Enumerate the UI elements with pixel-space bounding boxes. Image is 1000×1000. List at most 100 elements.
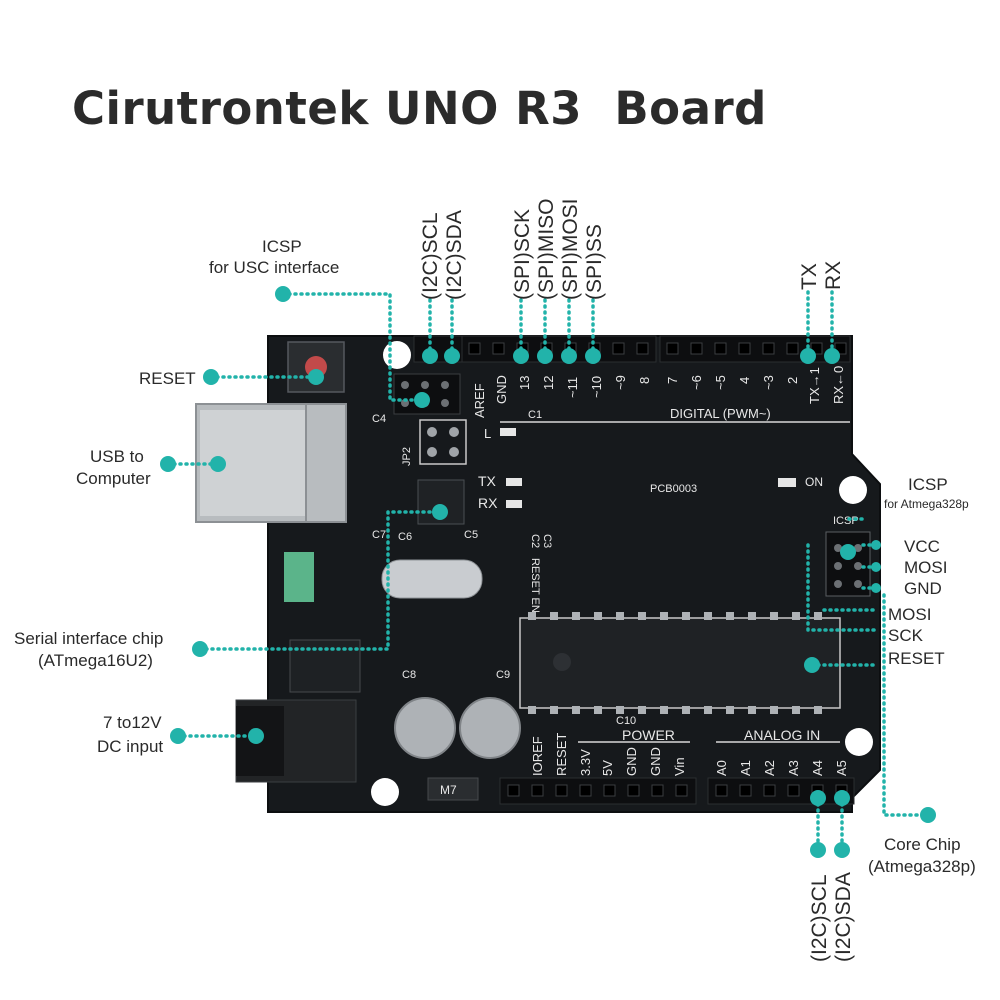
c6-label: C6 [398, 531, 412, 543]
rx-led-label: RX [478, 495, 498, 511]
pin-label: 4 [737, 377, 752, 384]
on-label: ON [805, 475, 823, 489]
icsp-usc-sublabel: for USC interface [209, 258, 339, 277]
pcb-label: PCB0003 [650, 483, 697, 495]
core-chip-label: Core Chip [884, 835, 961, 854]
pin-label: 8 [637, 377, 652, 384]
c4-label: C4 [372, 413, 386, 425]
spi-sck-label: (SPI)SCK [511, 209, 534, 300]
pin-label: A4 [810, 760, 825, 776]
mosi2-label: MOSI [888, 605, 931, 624]
pin-label: RX←0 [831, 366, 846, 404]
polyfuse [284, 552, 314, 602]
pin-label: A2 [762, 760, 777, 776]
spi-mosi-label: (SPI)MOSI [559, 198, 582, 300]
c5-label: C5 [464, 529, 478, 541]
tx-led-label: TX [478, 473, 497, 489]
spi-ss-label: (SPI)SS [583, 224, 606, 300]
l-led [500, 428, 516, 436]
mosi-label: MOSI [904, 558, 947, 577]
pin-label: 2 [785, 377, 800, 384]
vertical-labels: (I2C)SCL (I2C)SDA (SPI)SCK (SPI)MISO (SP… [419, 198, 855, 962]
analog-label: ANALOG IN [744, 727, 820, 743]
c7-label: C7 [372, 529, 386, 541]
pin-label: ~9 [613, 375, 628, 390]
pin-label: ~11 [565, 377, 580, 398]
pin-label: TX→1 [807, 367, 822, 404]
gnd-label: GND [904, 579, 942, 598]
jp2-label: JP2 [401, 447, 413, 466]
digital-label: DIGITAL (PWM~) [670, 406, 771, 421]
analog-header [707, 777, 855, 805]
power-pin-labels: IOREF RESET 3.3V 5V GND GND Vin [530, 733, 687, 776]
uno-board: AREF GND 13 12 ~11 ~10 ~9 8 7 ~6 ~5 4 ~3… [195, 335, 881, 813]
usb-sublabel: Computer [76, 469, 151, 488]
pin-label: IOREF [530, 736, 545, 776]
rx-led [506, 500, 522, 508]
mount-hole [371, 778, 399, 806]
mount-hole [839, 476, 867, 504]
pin-label: AREF [472, 383, 487, 418]
top-i2c-scl-label: (I2C)SCL [419, 212, 442, 300]
power-header [499, 777, 697, 805]
pin-label: RESET [554, 733, 569, 776]
jp2-pads [419, 419, 467, 465]
capacitor [394, 697, 456, 759]
callout-dots [160, 286, 936, 858]
icsp-atmega-label: ICSP [908, 475, 948, 494]
icsp-atmega-header [825, 531, 871, 597]
pin-label: A5 [834, 760, 849, 776]
tx-label: TX [798, 263, 821, 290]
pin-label: ~6 [689, 375, 704, 390]
tx-led [506, 478, 522, 486]
icsp-usc-label: ICSP [262, 237, 302, 256]
regulator-m7 [427, 777, 479, 801]
serial-chip-sublabel: (ATmega16U2) [38, 651, 153, 670]
core-chip-sublabel: (Atmega328p) [868, 857, 976, 876]
reset2-label: RESET [888, 649, 945, 668]
pin-label: ~10 [589, 376, 604, 398]
power-label: POWER [622, 727, 675, 743]
atmega328p-chip [519, 617, 841, 709]
page-title: Cirutrontek UNO R3 Board [72, 82, 767, 135]
pin-label: Vin [672, 757, 687, 776]
pin-label: 13 [517, 376, 532, 390]
c8-label: C8 [402, 669, 416, 681]
bottom-i2c-scl-label: (I2C)SCL [808, 874, 831, 962]
pin-label: GND [624, 747, 639, 776]
pin-label: GND [648, 747, 663, 776]
pin-label: A3 [786, 760, 801, 776]
reset-en-label: RESET EN [529, 558, 541, 613]
dc-label: 7 to12V [103, 713, 162, 732]
capacitor [459, 697, 521, 759]
usb-label: USB to [90, 447, 144, 466]
c9-label: C9 [496, 669, 510, 681]
serial-chip-label: Serial interface chip [14, 629, 163, 648]
crystal [381, 559, 483, 599]
c3-label: C3 [541, 534, 553, 548]
callout-labels: ICSP for USC interface RESET USB to Comp… [14, 237, 976, 876]
dc-sublabel: DC input [97, 737, 163, 756]
pin-label: 12 [541, 376, 556, 390]
mount-hole [383, 341, 411, 369]
icsp-board-label: ICSP [833, 515, 859, 527]
pin-label: ~3 [761, 375, 776, 390]
vcc-label: VCC [904, 537, 940, 556]
analog-pin-labels: A0 A1 A2 A3 A4 A5 [714, 760, 849, 776]
digital-header-left [461, 335, 657, 363]
rx-label: RX [822, 261, 845, 290]
pin-label: 3.3V [578, 749, 593, 776]
l-label: L [484, 426, 491, 441]
pin-label: 5V [600, 760, 615, 776]
reset-label: RESET [139, 369, 196, 388]
spi-miso-label: (SPI)MISO [535, 198, 558, 300]
icsp-atmega-sublabel: for Atmega328p [884, 497, 969, 511]
pin-label: 7 [665, 377, 680, 384]
c10-label: C10 [616, 715, 636, 727]
sck-label: SCK [888, 626, 924, 645]
bottom-i2c-sda-label: (I2C)SDA [832, 872, 855, 962]
pin-label: GND [494, 375, 509, 404]
leader-lines [166, 290, 930, 852]
reg-label: M7 [440, 783, 457, 797]
